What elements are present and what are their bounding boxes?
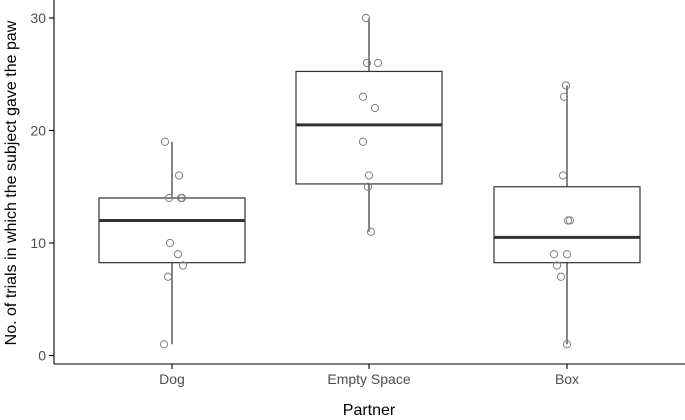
- box-group: [493, 85, 641, 345]
- data-point: [178, 261, 188, 270]
- data-point: [373, 58, 383, 68]
- x-axis-ticks: Dog Empty Space Box: [159, 364, 579, 387]
- y-axis-title: No. of trials in which the subject gave …: [3, 20, 20, 345]
- data-point: [160, 137, 170, 146]
- data-point: [563, 216, 573, 225]
- box-group: [295, 18, 443, 232]
- data-point: [174, 171, 184, 180]
- box-group: [98, 141, 246, 345]
- data-point: [364, 171, 374, 180]
- data-point: [163, 272, 173, 281]
- iqr-box: [98, 197, 246, 264]
- y-tick-label: 0: [38, 348, 46, 364]
- data-point: [358, 137, 368, 146]
- data-point: [176, 193, 186, 203]
- data-point: [361, 13, 371, 23]
- data-point: [366, 227, 376, 236]
- data-point: [556, 272, 566, 281]
- data-point: [173, 250, 183, 259]
- data-point: [159, 340, 169, 349]
- iqr-box: [295, 70, 443, 185]
- data-point: [370, 103, 380, 113]
- data-point: [549, 250, 559, 259]
- data-point: [559, 92, 569, 101]
- data-point: [562, 250, 572, 259]
- y-tick-label: 30: [30, 10, 46, 26]
- x-tick-label: Empty Space: [327, 371, 410, 387]
- iqr-box: [493, 186, 641, 264]
- x-tick-label: Box: [555, 371, 579, 387]
- y-tick-label: 10: [30, 235, 46, 251]
- data-point: [565, 216, 575, 225]
- data-point: [558, 171, 568, 180]
- plot-area: [98, 13, 641, 349]
- data-point: [363, 182, 373, 191]
- x-tick-label: Dog: [159, 371, 185, 387]
- y-tick-label: 20: [30, 123, 46, 139]
- data-point: [562, 340, 572, 349]
- data-point: [164, 193, 174, 203]
- data-point: [552, 261, 562, 270]
- data-point: [165, 238, 175, 248]
- y-axis-ticks: 0 10 20 30: [30, 10, 54, 364]
- data-point: [362, 58, 372, 68]
- data-point: [561, 81, 571, 90]
- data-point: [358, 92, 368, 101]
- x-axis-title: Partner: [343, 402, 396, 419]
